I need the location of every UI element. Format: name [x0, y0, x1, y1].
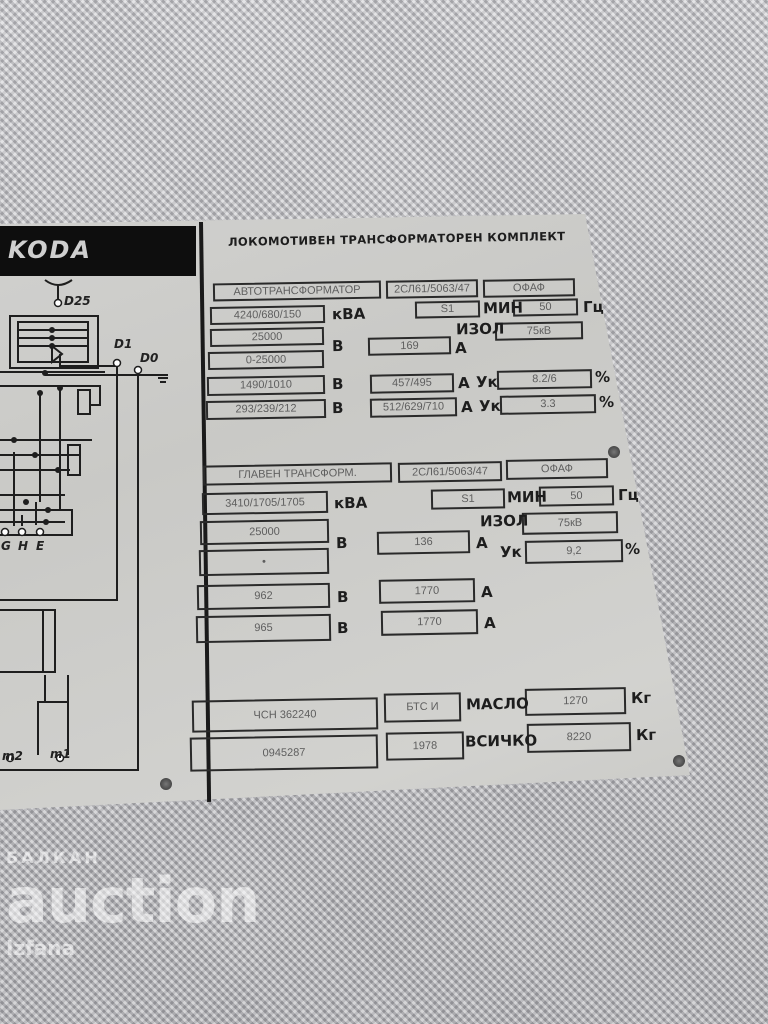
label-autotransformer-uk-label: Ук	[475, 372, 498, 392]
label-autotransformer-insulation-label: ИЗОЛ	[455, 319, 505, 339]
screw	[673, 755, 685, 767]
label-main-transformer-min-label: МИН	[506, 487, 548, 507]
label-main-transformer-current-unit: А	[475, 533, 488, 553]
label-main-transformer-frequency-unit: Гц	[617, 485, 639, 505]
label-autotransformer-percent: %	[594, 367, 611, 387]
terminal-label-d25: D25	[64, 294, 91, 308]
field-main-transformer-insulation: 75кВ	[521, 511, 619, 535]
field-main-transformer-voltage-1: 25000	[199, 518, 330, 546]
label-main-transformer-voltage-unit: В	[336, 618, 349, 638]
label-autotransformer-percent: %	[598, 392, 615, 412]
logo-bar: KODA	[0, 226, 196, 276]
field-footer-serial: 0945287	[189, 734, 379, 772]
field-footer-total: 8220	[526, 722, 632, 753]
label-autotransformer-power-unit: кВА	[331, 304, 366, 324]
terminal-label-e: E	[36, 539, 45, 553]
terminal-label-d1: D1	[114, 337, 133, 351]
field-main-transformer-duty: S1	[430, 488, 506, 510]
terminal-label-d0: D0	[140, 351, 159, 365]
field-main-transformer-uk: 9,2	[524, 539, 624, 564]
field-main-transformer-current-1: 136	[376, 530, 471, 555]
label-footer-oil-label: МАСЛО	[465, 694, 529, 714]
field-main-transformer-voltage-2: •	[198, 547, 330, 577]
field-autotransformer-voltage-1: 25000	[209, 327, 325, 347]
label-footer-kg: Кг	[635, 725, 657, 745]
label-main-transformer-power-unit: кВА	[333, 493, 368, 513]
watermark-line-2: auction	[6, 864, 260, 937]
field-main-transformer-voltage-4: 965	[195, 613, 332, 644]
field-footer-year: 1978	[385, 731, 465, 761]
label-autotransformer-current-unit: А	[454, 338, 467, 358]
terminal-label-m1: m1	[50, 747, 71, 761]
watermark: БАЛКАН auction Izfana	[6, 848, 260, 960]
field-autotransformer-current-3: 457/495	[369, 373, 455, 394]
label-footer-total-label: ВСИЧКО	[464, 731, 538, 751]
field-autotransformer-name: АВТОТРАНСФОРМАТОР	[212, 280, 382, 302]
watermark-line-3: Izfana	[6, 936, 76, 960]
field-main-transformer-current-4: 1770	[380, 609, 479, 636]
field-main-transformer-current-3: 1770	[378, 578, 476, 604]
label-main-transformer-voltage-unit: В	[335, 533, 348, 553]
label-footer-kg: Кг	[630, 688, 652, 708]
label-main-transformer-current-unit: А	[480, 582, 493, 602]
label-autotransformer-current-unit: А	[460, 397, 473, 417]
field-footer-maker: БТС И	[383, 692, 462, 723]
label-autotransformer-voltage-unit: В	[331, 398, 344, 418]
field-main-transformer-name: ГЛАВЕН ТРАНСФОРМ.	[202, 462, 393, 486]
label-main-transformer-percent: %	[624, 539, 641, 559]
field-autotransformer-cooling: ОФАФ	[482, 278, 576, 298]
terminal-label-g: G	[1, 539, 11, 553]
label-autotransformer-min-label: МИН	[482, 298, 524, 318]
wiring-diagram	[0, 279, 168, 771]
screw	[160, 778, 172, 790]
label-autotransformer-uk-label: Ук	[478, 396, 501, 416]
skoda-logo: KODA	[8, 236, 92, 264]
screw	[608, 446, 620, 458]
field-autotransformer-voltage-3: 1490/1010	[206, 374, 326, 397]
label-main-transformer-current-unit: А	[483, 613, 496, 633]
terminal-label-m2: m2	[2, 749, 23, 763]
label-main-transformer-uk-label: Ук	[499, 542, 522, 562]
field-main-transformer-power: 3410/1705/1705	[201, 490, 329, 516]
field-autotransformer-insulation: 75кВ	[494, 321, 584, 341]
field-autotransformer-current-4: 512/629/710	[369, 397, 458, 418]
field-autotransformer-voltage-2: 0-25000	[207, 349, 325, 371]
watermark-line-1: БАЛКАН	[6, 848, 101, 867]
field-autotransformer-current-1: 169	[367, 336, 452, 356]
field-footer-oil: 1270	[524, 687, 627, 716]
label-autotransformer-voltage-unit: В	[331, 336, 344, 356]
field-main-transformer-frequency: 50	[538, 485, 615, 507]
field-autotransformer-duty: S1	[414, 300, 481, 319]
field-autotransformer-uk-1: 8.2/6	[496, 369, 593, 390]
label-autotransformer-voltage-unit: В	[331, 374, 344, 394]
label-autotransformer-frequency-unit: Гц	[582, 297, 604, 317]
field-footer-standard: ЧСН 362240	[191, 697, 379, 733]
field-autotransformer-voltage-4: 293/239/212	[205, 398, 327, 421]
field-autotransformer-uk-2: 3.3	[499, 394, 597, 415]
terminal-label-h: H	[18, 539, 29, 553]
field-main-transformer-cooling: ОФАФ	[505, 458, 609, 480]
field-autotransformer-type: 2СЛ61/5063/47	[385, 279, 479, 299]
field-main-transformer-type: 2СЛ61/5063/47	[397, 461, 503, 483]
field-main-transformer-voltage-3: 962	[196, 582, 331, 611]
label-main-transformer-insulation-label: ИЗОЛ	[479, 511, 529, 531]
label-main-transformer-voltage-unit: В	[336, 587, 349, 607]
label-autotransformer-current-unit: А	[457, 373, 470, 393]
field-autotransformer-power: 4240/680/150	[209, 304, 326, 326]
